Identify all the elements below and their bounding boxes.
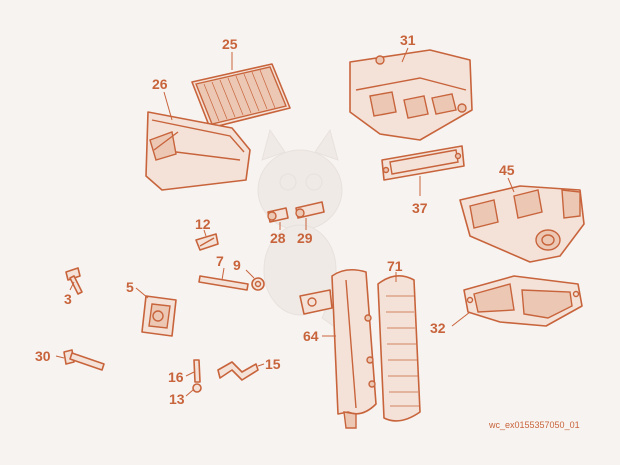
callout-13: 13 <box>169 391 185 407</box>
callout-16: 16 <box>168 369 184 385</box>
callout-15: 15 <box>265 356 281 372</box>
callout-37: 37 <box>412 200 428 216</box>
part-12-clip <box>195 229 219 251</box>
part-28-fitting <box>267 207 289 230</box>
part-29-fitting <box>295 201 325 230</box>
callout-9: 9 <box>233 257 241 273</box>
callout-28: 28 <box>270 230 286 246</box>
part-13-nut <box>185 383 202 397</box>
callout-29: 29 <box>297 230 313 246</box>
part-37-gasket <box>381 145 465 196</box>
callout-31: 31 <box>400 32 416 48</box>
image-code: wc_ex0155357050_01 <box>488 420 580 430</box>
part-64-muffler <box>299 268 377 429</box>
part-15-bracket <box>217 361 265 381</box>
part-26-filter-housing <box>145 91 251 191</box>
part-5-flange-gasket <box>135 287 177 337</box>
callout-5: 5 <box>126 279 134 295</box>
part-3-bolt <box>65 267 83 295</box>
part-7-stud <box>198 267 249 291</box>
part-31-cylinder-head <box>349 47 473 141</box>
callout-45: 45 <box>499 162 515 178</box>
part-16-stud <box>185 359 201 383</box>
part-9-nut <box>245 269 265 291</box>
callout-32: 32 <box>430 320 446 336</box>
part-30-long-bolt <box>55 349 105 371</box>
callout-26: 26 <box>152 76 168 92</box>
part-32-exhaust-gasket <box>451 275 583 327</box>
part-45-exhaust-manifold <box>459 177 585 263</box>
part-25-air-filter <box>191 52 291 129</box>
callout-71: 71 <box>387 258 403 274</box>
callout-25: 25 <box>222 36 238 52</box>
callout-7: 7 <box>216 253 224 269</box>
callout-3: 3 <box>64 291 72 307</box>
callout-30: 30 <box>35 348 51 364</box>
callout-12: 12 <box>195 216 211 232</box>
part-71-heat-shield <box>377 272 421 422</box>
callout-64: 64 <box>303 328 319 344</box>
